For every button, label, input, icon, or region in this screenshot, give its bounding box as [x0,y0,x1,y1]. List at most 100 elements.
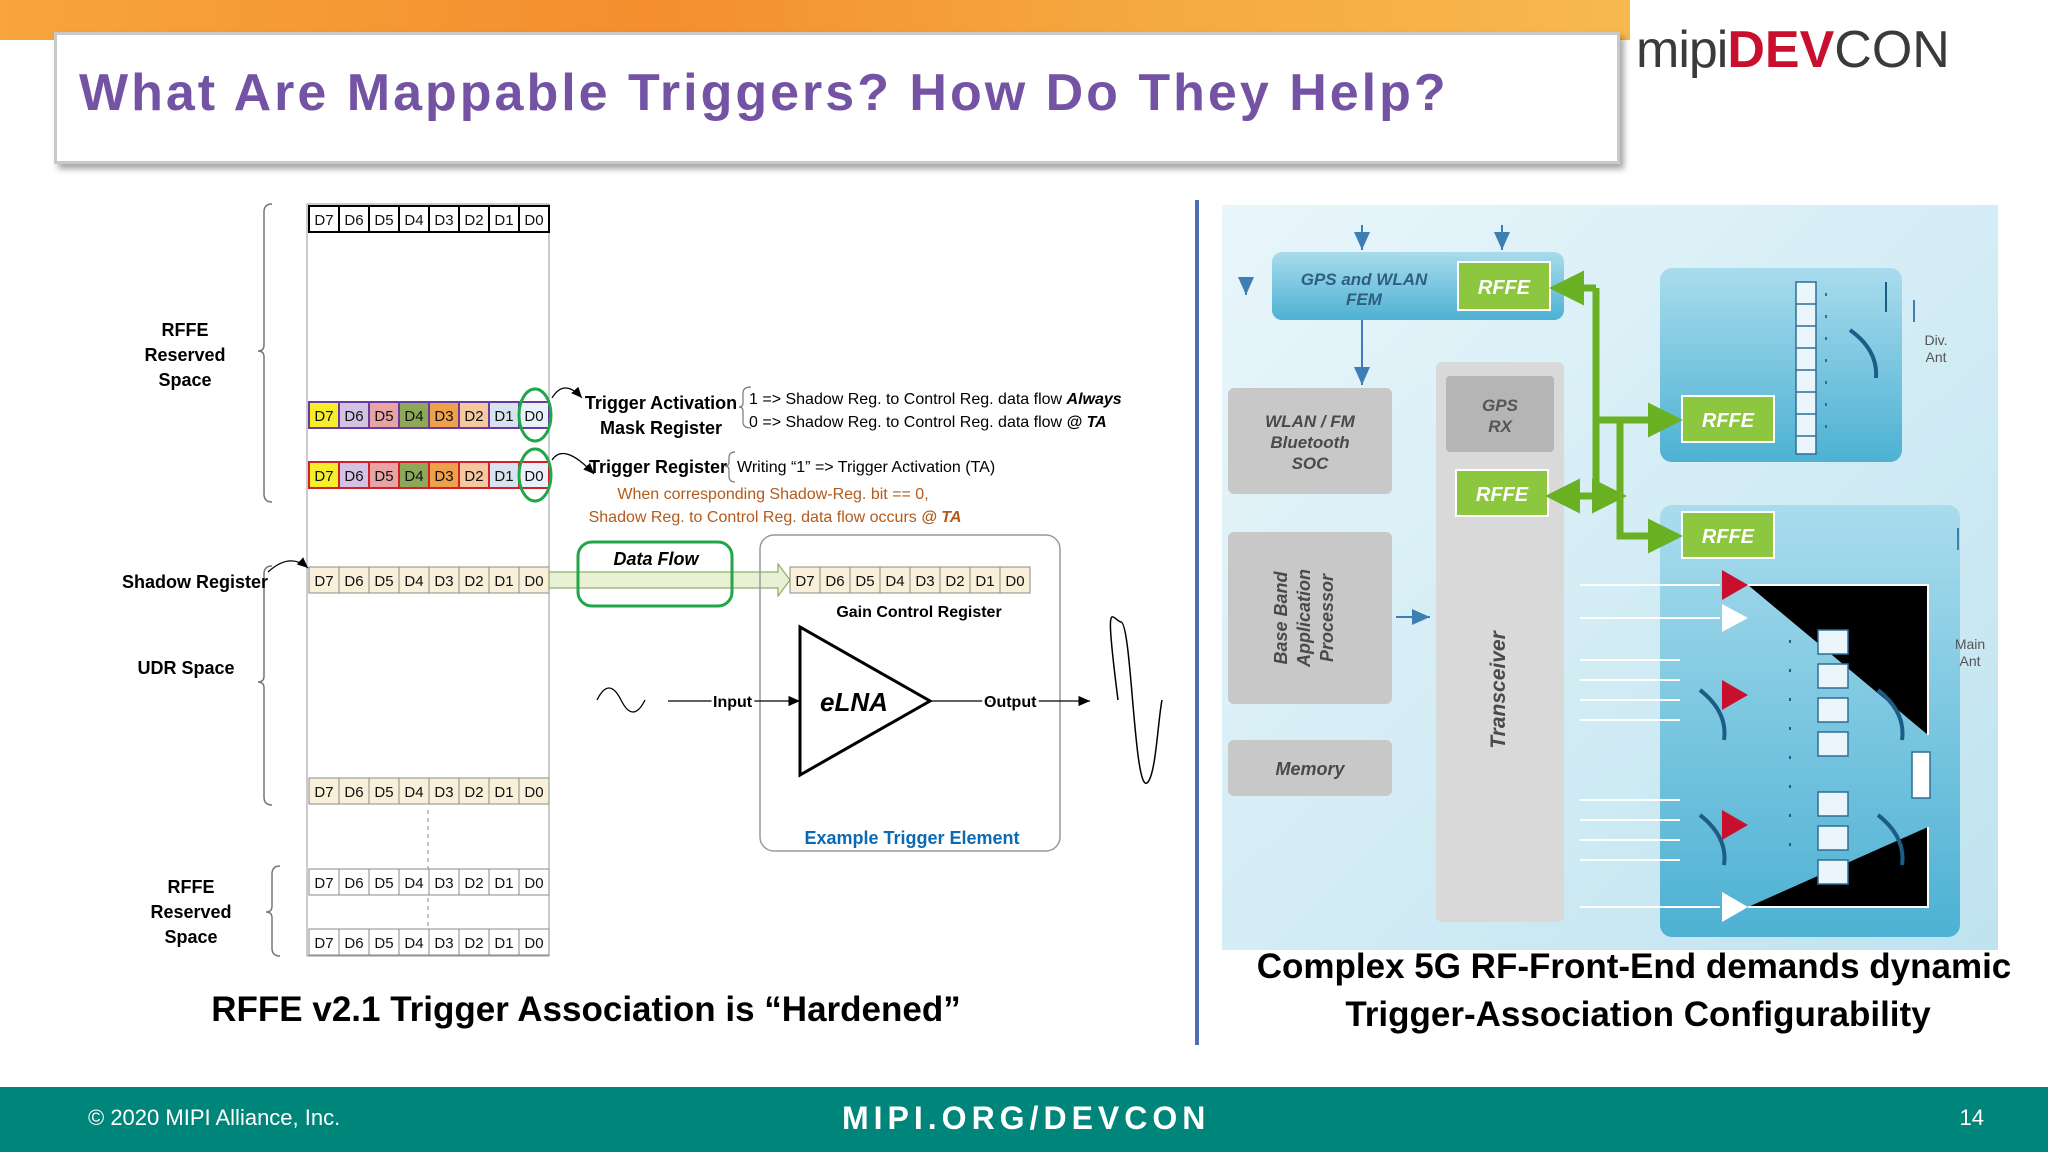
main-ant-label-1: Main [1955,636,1985,652]
bit-cell [999,566,1031,594]
memory-label: Memory [1275,759,1345,779]
bit-cell [458,566,490,594]
div-ant-label-2: Ant [1925,349,1946,365]
wlan-label-2: Bluetooth [1270,433,1349,452]
data-flow-label: Data Flow [613,549,699,569]
bit-label: D0 [1005,573,1024,590]
bit-label: D3 [434,408,453,425]
data-flow-arrow [548,562,791,598]
bit-cell [488,205,520,233]
transceiver-label: Transceiver [1487,629,1510,748]
rffe-label-main: RFFE [1702,526,1755,548]
bit-label: D5 [855,573,874,590]
bit-cell [909,566,941,594]
bit-label: D2 [945,573,964,590]
gain-control-label: Gain Control Register [836,604,1001,621]
bit-cell [518,777,550,805]
bit-label: D6 [344,935,363,952]
bit-label: D6 [825,573,844,590]
bit-label: D0 [524,935,543,952]
bit-label: D5 [374,935,393,952]
diversity-filter-bank [1795,281,1887,455]
bit-cell [368,868,400,896]
fem-label-2: FEM [1346,290,1383,309]
bit-label: D6 [344,784,363,801]
mask-desc-1: 1 => Shadow Reg. to Control Reg. data fl… [749,391,1122,408]
bit-label: D6 [344,573,363,590]
trigger-desc: Writing “1” => Trigger Activation (TA) [737,459,995,476]
bit-label: D5 [374,573,393,590]
bit-label: D7 [314,573,333,590]
mask-pointer [551,386,583,399]
label-reserved-top-1: RFFE [162,320,209,340]
bit-label: D4 [404,212,423,229]
bit-cell [488,566,520,594]
bit-label: D5 [374,212,393,229]
bit-label: D4 [404,784,423,801]
div-ant-label-1: Div. [1924,332,1947,348]
footer-bar: © 2020 MIPI Alliance, Inc. MIPI.ORG/DEVC… [0,1087,2048,1152]
brace-reserved-top [257,203,273,503]
bit-label: D2 [464,935,483,952]
bit-cell [368,566,400,594]
trigger-d0-highlight [517,447,553,503]
input-label: Input [713,694,753,711]
bit-label: D3 [434,468,453,485]
baseband-block [1228,532,1392,704]
main-ant-label-2: Ant [1959,653,1980,669]
bit-cell [308,928,340,956]
bit-cell [488,777,520,805]
baseband-label-3: Processor [1317,573,1337,662]
bit-label: D3 [434,212,453,229]
bit-label: D1 [494,935,513,952]
bit-label: D1 [494,212,513,229]
footer-url: MIPI.ORG/DEVCON [842,1100,1211,1136]
label-reserved-top-3: Space [158,370,211,390]
bit-label: D6 [344,212,363,229]
rffe-block-transceiver [1455,469,1549,517]
bit-label: D0 [524,573,543,590]
right-caption-line-1: Complex 5G RF-Front-End demands dynamic [1257,947,2012,986]
label-udr-space: UDR Space [137,658,234,678]
bit-cell [428,401,460,429]
bit-cell [488,868,520,896]
bit-cell [879,566,911,594]
footer-copyright: © 2020 MIPI Alliance, Inc. [88,1105,341,1130]
mask-d0-highlight [517,387,553,443]
label-shadow-register: Shadow Register [122,572,268,592]
bit-cell [939,566,971,594]
bit-label: D1 [494,784,513,801]
bit-cell [428,868,460,896]
bit-label: D4 [404,573,423,590]
bit-label: D3 [434,935,453,952]
shadow-pointer [267,557,309,573]
bit-label: D4 [404,468,423,485]
bit-label: D6 [344,875,363,892]
bit-label: D3 [434,784,453,801]
bit-cell [849,566,881,594]
label-reserved-bottom-3: Space [164,927,217,947]
example-trigger-element-box [759,534,1061,852]
bit-label: D6 [344,468,363,485]
bit-cell [398,868,430,896]
bit-cell [308,566,340,594]
bit-label: D3 [915,573,934,590]
bit-cell [398,461,430,489]
note-line-1: When corresponding Shadow-Reg. bit == 0, [617,486,928,503]
gps-rx-label-2: RX [1488,417,1513,436]
bit-label: D3 [434,573,453,590]
bit-cell [488,401,520,429]
bit-cell [368,777,400,805]
bit-cell [308,401,340,429]
bit-label: D7 [314,408,333,425]
bit-cell [789,566,821,594]
main-signal-chain [1580,570,1931,922]
mipi-devcon-logo: mipiDEVCON [1636,20,1950,80]
bit-cell [518,205,550,233]
bit-cell [458,777,490,805]
bit-cell [518,928,550,956]
